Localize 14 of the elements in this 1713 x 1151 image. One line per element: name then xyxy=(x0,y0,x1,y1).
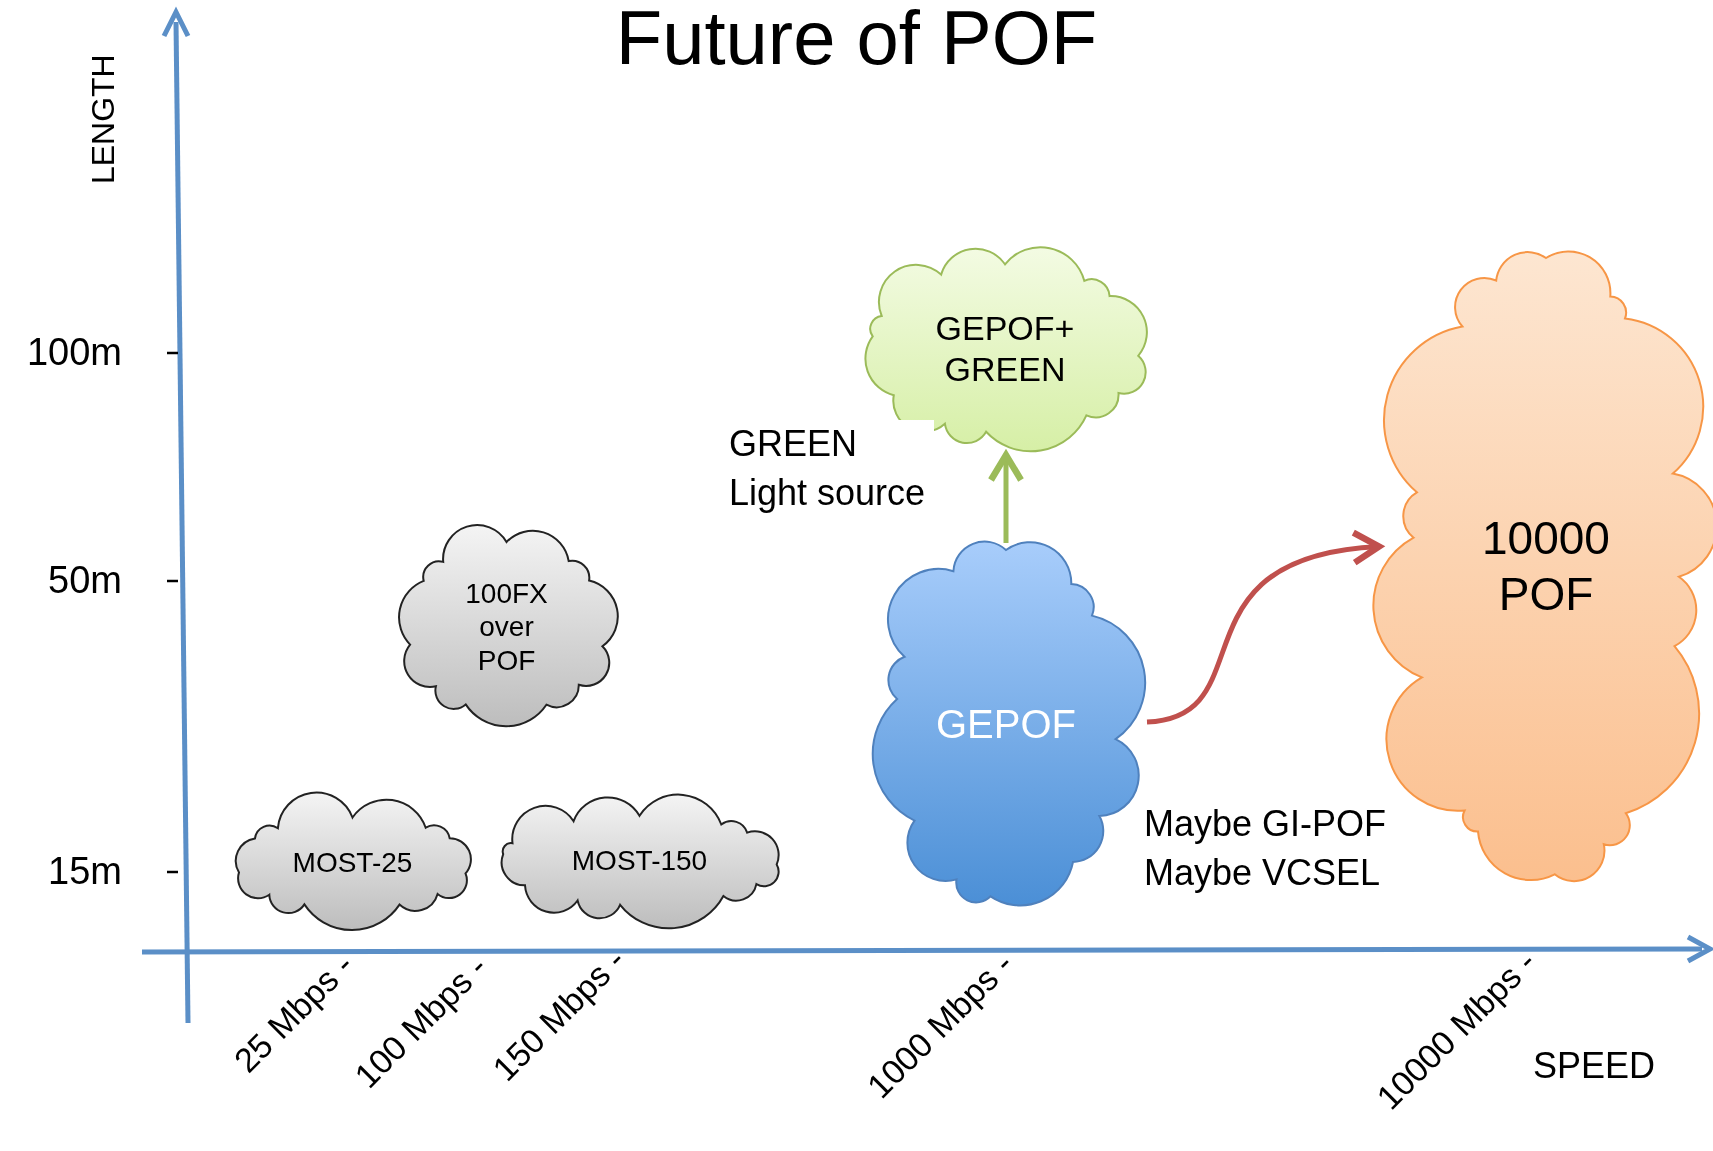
axis-title: SPEED xyxy=(1533,1044,1656,1088)
annotation-text: Maybe GI-POF Maybe VCSEL xyxy=(1144,802,1388,895)
cloud-label: 10000 POF xyxy=(1481,511,1611,622)
arrow xyxy=(1146,531,1383,725)
axis-title: LENGTH xyxy=(83,54,122,185)
cloud-label: GEPOF xyxy=(936,701,1076,748)
tick-label: 50m xyxy=(48,558,122,603)
cloud-label: GEPOF+ GREEN xyxy=(934,307,1076,390)
arrow xyxy=(987,451,1025,543)
tick-label: 15m xyxy=(48,849,122,894)
cloud-label: MOST-150 xyxy=(571,843,708,878)
cloud-label: MOST-25 xyxy=(292,846,413,880)
cloud-label: 100FX over POF xyxy=(464,576,549,678)
tick-label: 100m xyxy=(26,330,122,375)
